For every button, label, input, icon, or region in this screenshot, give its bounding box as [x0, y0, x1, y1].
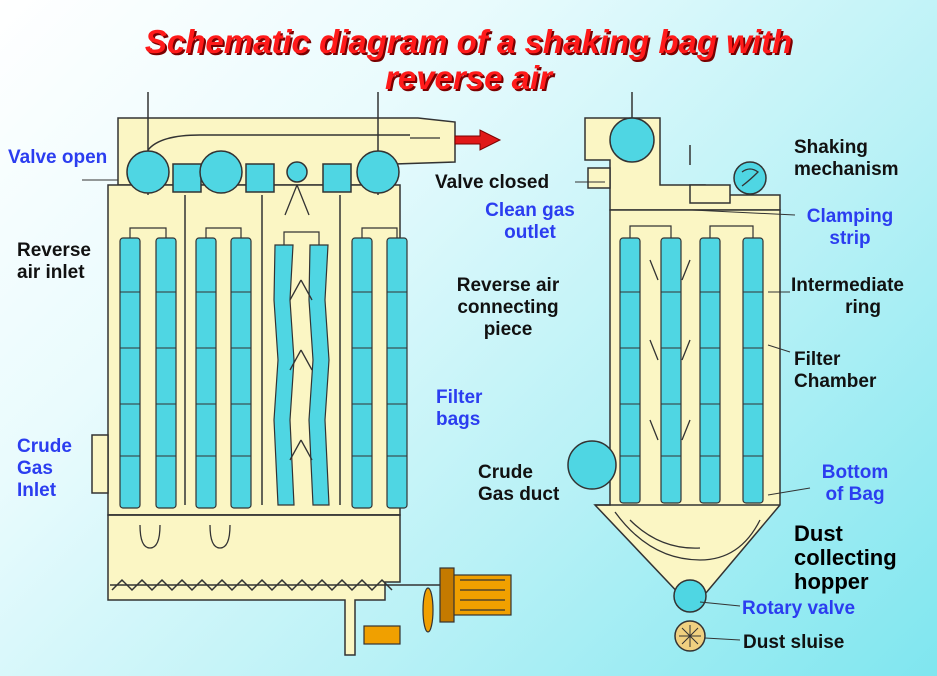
label-clamping-strip-1: Clamping [806, 206, 894, 227]
valve-open-disc-2 [199, 150, 243, 194]
crude-gas-inlet-stub [91, 434, 109, 494]
label-shaking-mechanism-2: mechanism [794, 159, 899, 180]
reverse-air-damper-3 [322, 163, 352, 193]
right-filter-unit [584, 92, 781, 601]
right-filter-bags [619, 237, 764, 504]
diagram-title-line1: Schematic diagram of a shaking bag with [144, 23, 793, 60]
label-clamping-strip-2: strip [829, 228, 871, 249]
right-bag-rings [620, 291, 763, 457]
label-intermediate-ring-1: Intermediate [791, 275, 904, 296]
label-filter-bags-1: Filter [436, 387, 483, 408]
label-filter-bags-2: bags [436, 409, 481, 430]
label-reverse-air-inlet-2: air inlet [17, 262, 85, 283]
label-clean-gas-outlet-1: Clean gas [485, 200, 575, 221]
label-reverse-air-piece-1: Reverse air [456, 275, 560, 296]
left-valves [126, 150, 400, 194]
left-bag-headers [129, 227, 398, 245]
label-bottom-of-bag-2: of Bag [825, 484, 885, 505]
reverse-air-damper-2 [245, 163, 275, 193]
left-flow-arrows [139, 137, 440, 549]
clean-gas-arrow [454, 129, 502, 151]
label-bottom-of-bag-1: Bottom [821, 462, 889, 483]
shaker-cam-icon [741, 168, 759, 187]
right-outlet-valve [609, 117, 655, 163]
label-crude-gas-duct-2: Gas duct [478, 484, 560, 505]
label-clean-gas-outlet-2: outlet [504, 222, 556, 243]
crude-gas-duct-valve [567, 440, 617, 490]
dust-sluise-spokes [679, 625, 701, 647]
label-valve-closed: Valve closed [435, 172, 550, 193]
valve-open-disc-3 [356, 150, 400, 194]
shaker-frame [689, 184, 731, 204]
label-filter-chamber-1: Filter [794, 349, 841, 370]
label-crude-gas-inlet-3: Inlet [17, 480, 57, 501]
screw-drive-motor [363, 567, 512, 645]
label-rotary-valve: Rotary valve [742, 598, 856, 619]
label-crude-gas-duct-1: Crude [478, 462, 533, 483]
left-bag-rings [120, 291, 407, 457]
outlet-duct-curve [147, 134, 410, 151]
label-crude-gas-inlet-2: Gas [17, 458, 53, 479]
label-reverse-air-piece-3: piece [483, 319, 533, 340]
label-dust-hopper-2: collecting [794, 545, 897, 570]
label-crude-gas-inlet-1: Crude [17, 436, 72, 457]
rotary-valve-disc [673, 579, 707, 613]
reverse-air-damper-1 [172, 163, 202, 193]
right-bag-headers [629, 225, 754, 238]
diagram-title-line2: reverse air [385, 59, 552, 96]
label-intermediate-ring-2: ring [845, 297, 881, 318]
screw-conveyor [111, 578, 393, 592]
label-shaking-mechanism-1: Shaking [794, 137, 868, 158]
label-dust-hopper-3: hopper [794, 569, 869, 594]
label-dust-sluise: Dust sluise [743, 632, 845, 653]
label-dust-hopper-1: Dust [794, 521, 843, 546]
left-filter-bags [119, 237, 408, 509]
leader-lines [82, 179, 811, 641]
label-filter-chamber-2: Chamber [794, 371, 877, 392]
valve-open-disc-1 [126, 150, 170, 194]
label-valve-open: Valve open [8, 147, 108, 168]
valve-closed-disc [286, 161, 308, 183]
label-reverse-air-piece-2: connecting [457, 297, 559, 318]
label-reverse-air-inlet-1: Reverse [17, 240, 91, 261]
clean-gas-outlet-stub [587, 167, 611, 189]
shaking-mechanism-wheel [733, 161, 767, 195]
right-flow-arrows [614, 259, 761, 561]
